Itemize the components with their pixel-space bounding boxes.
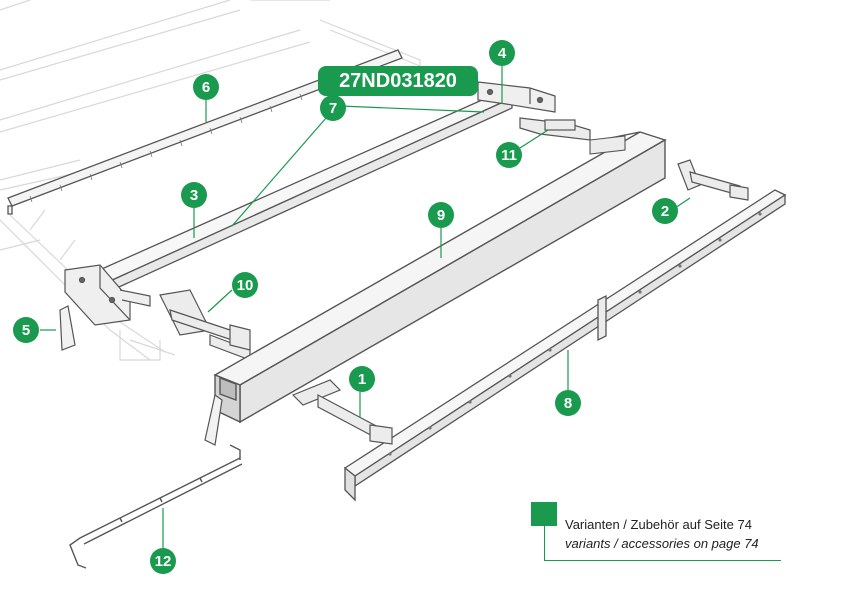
part-5-strap xyxy=(59,305,76,351)
legend-swatch xyxy=(531,502,557,526)
callout-12: 12 xyxy=(150,548,176,574)
callout-4: 4 xyxy=(489,40,515,66)
callout-9: 9 xyxy=(428,202,454,228)
callout-6: 6 xyxy=(193,74,219,100)
callout-8: 8 xyxy=(555,390,581,416)
part-6-rail xyxy=(7,49,403,215)
part-9-main-tube xyxy=(213,131,667,424)
callout-3: 3 xyxy=(181,182,207,208)
part-2-hinge xyxy=(677,159,749,201)
background-frame xyxy=(0,0,431,361)
callout-2: 2 xyxy=(652,198,678,224)
callout-1: 1 xyxy=(349,366,375,392)
part-1-hinge xyxy=(291,379,393,445)
part-number-badge: 27ND031820 xyxy=(318,66,478,96)
tube-end-bracket xyxy=(589,135,626,155)
leader-lines xyxy=(40,66,691,548)
part-10-hinge xyxy=(159,289,251,361)
callout-10: 10 xyxy=(232,272,258,298)
part-3-profile xyxy=(93,91,514,294)
callout-7: 7 xyxy=(320,95,346,121)
legend-frame xyxy=(544,526,781,561)
part-4-bracket xyxy=(477,81,556,113)
part-12-rod xyxy=(69,444,243,569)
part-11-mount xyxy=(519,117,591,141)
legend: Varianten / Zubehör auf Seite 74 variant… xyxy=(531,502,781,561)
legend-text-en: variants / accessories on page 74 xyxy=(565,536,759,551)
part-8-holes xyxy=(388,212,762,456)
tube-strap xyxy=(204,393,223,446)
callout-5: 5 xyxy=(13,317,39,343)
callout-11: 11 xyxy=(496,142,522,168)
legend-text-de: Varianten / Zubehör auf Seite 74 xyxy=(565,517,752,532)
left-end-bracket xyxy=(64,264,151,326)
part-8-rail xyxy=(343,189,787,502)
